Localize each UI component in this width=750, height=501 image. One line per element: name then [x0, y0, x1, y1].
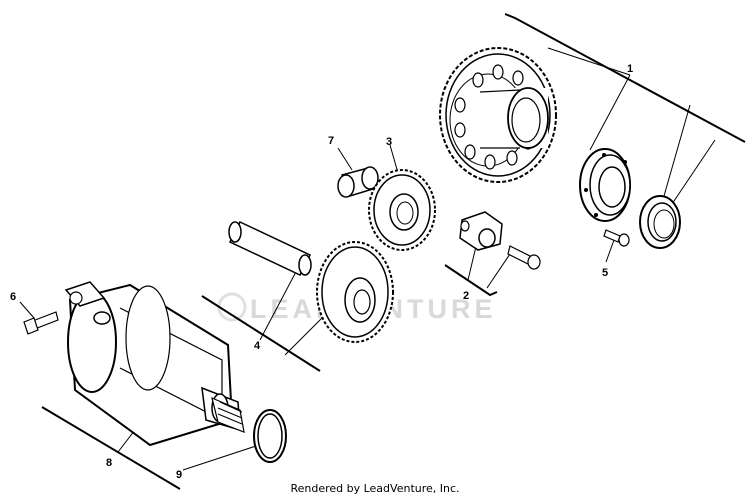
bolt-5: [603, 229, 630, 247]
idler-holder: [459, 211, 541, 270]
footer-credit: Rendered by LeadVenture, Inc.: [290, 482, 460, 495]
bearing-ring: [639, 195, 681, 249]
callout-7: 7: [328, 135, 334, 147]
leader-lines: [19, 47, 716, 471]
callout-3: 3: [386, 136, 392, 148]
callout-labels: 1 2 3 4 5 6 7 8 9: [10, 63, 633, 481]
bushing-7: [337, 166, 379, 198]
callout-8: 8: [106, 457, 112, 469]
callout-5: 5: [602, 267, 608, 279]
callout-6: 6: [10, 291, 16, 303]
reduction-gear: [316, 241, 394, 343]
o-ring-9: [253, 409, 287, 463]
starter-motor: [64, 281, 245, 447]
idler-shaft-4: [228, 221, 312, 276]
callout-1: 1: [627, 63, 633, 75]
idler-gear-3: [368, 169, 436, 251]
callout-4: 4: [254, 340, 261, 352]
callout-9: 9: [176, 469, 182, 481]
starter-clutch-gear: [439, 47, 557, 183]
group-brackets: [41, 13, 746, 490]
callout-2: 2: [463, 290, 469, 302]
bolt-6: [23, 311, 59, 335]
one-way-clutch-housing: [579, 148, 631, 222]
